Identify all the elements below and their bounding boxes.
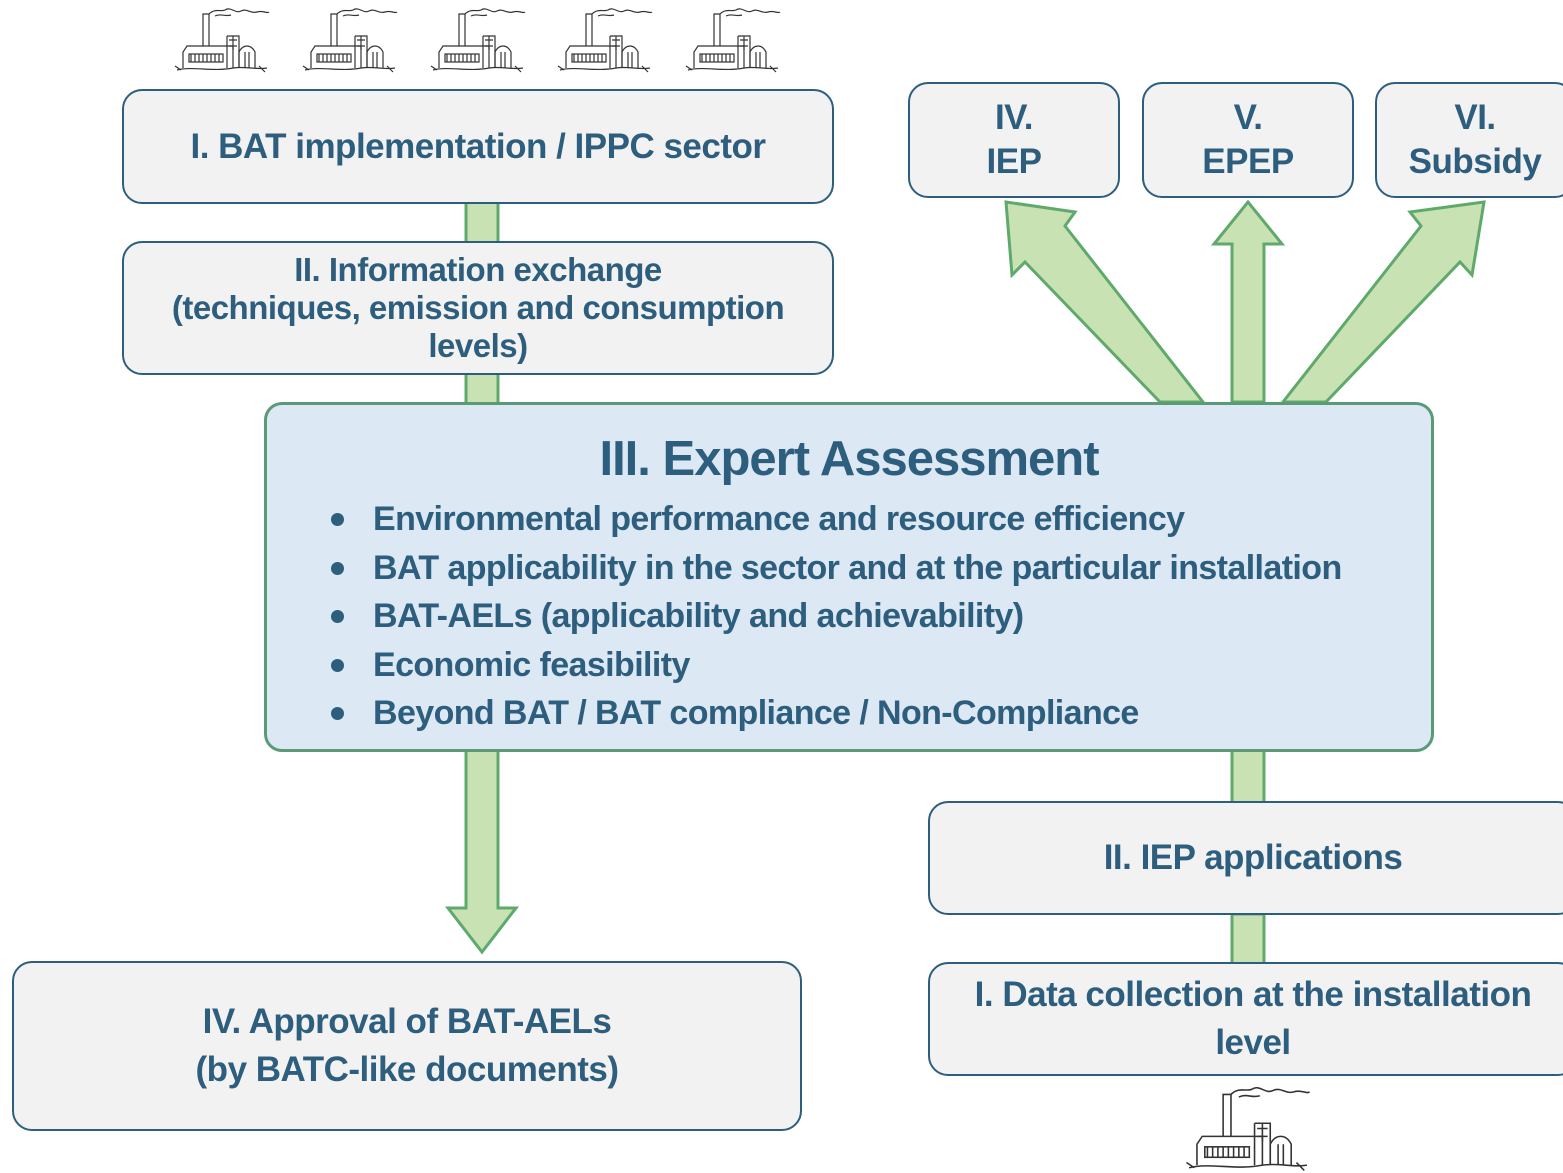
iep-applications-box: II. IEP applications bbox=[928, 801, 1563, 915]
list-item-text: Environmental performance and resource e… bbox=[373, 500, 1185, 538]
connector-1-2 bbox=[464, 198, 500, 247]
data-collection-line-1: I. Data collection at the installation bbox=[974, 975, 1532, 1014]
information-exchange-line-3: levels) bbox=[428, 327, 528, 364]
connector-right-3-2 bbox=[1230, 748, 1266, 805]
expert-assessment-title: III. Expert Assessment bbox=[599, 432, 1099, 486]
list-item: Economic feasibility bbox=[325, 641, 1342, 690]
bullet-icon bbox=[331, 610, 344, 623]
output-iep-number: IV. bbox=[994, 98, 1034, 137]
factory-icon bbox=[685, 8, 781, 73]
list-item: BAT applicability in the sector and at t… bbox=[325, 544, 1342, 593]
information-exchange-line-2: (techniques, emission and consumption bbox=[171, 289, 785, 326]
output-subsidy-box: VI. Subsidy bbox=[1375, 82, 1563, 198]
output-subsidy-label: Subsidy bbox=[1408, 142, 1542, 181]
output-subsidy-number: VI. bbox=[1454, 98, 1496, 137]
arrow-to-approval bbox=[444, 748, 520, 955]
list-item-text: BAT-AELs (applicability and achievabilit… bbox=[373, 597, 1024, 635]
arrow-to-iep bbox=[1004, 200, 1207, 404]
output-epep-box: V. EPEP bbox=[1142, 82, 1354, 198]
arrow-to-epep bbox=[1210, 199, 1286, 404]
list-item-text: Beyond BAT / BAT compliance / Non-Compli… bbox=[373, 694, 1139, 732]
bullet-icon bbox=[331, 561, 344, 575]
approval-box: IV. Approval of BAT-AELs (by BATC-like d… bbox=[12, 961, 802, 1131]
list-item-text: Economic feasibility bbox=[373, 645, 690, 684]
list-item: Environmental performance and resource e… bbox=[325, 495, 1342, 544]
output-iep-label: IEP bbox=[986, 142, 1042, 181]
information-exchange-line-1: II. Information exchange bbox=[294, 251, 662, 288]
factory-icon bbox=[174, 8, 270, 73]
bat-implementation-label: I. BAT implementation / IPPC sector bbox=[190, 126, 766, 166]
list-item-text: BAT applicability in the sector and at t… bbox=[373, 548, 1342, 587]
list-item: Beyond BAT / BAT compliance / Non-Compli… bbox=[325, 689, 1342, 738]
factory-icon bbox=[430, 8, 526, 73]
data-collection-box: I. Data collection at the installation l… bbox=[928, 962, 1563, 1076]
output-epep-number: V. bbox=[1233, 98, 1263, 137]
information-exchange-box: II. Information exchange (techniques, em… bbox=[122, 241, 834, 375]
bat-implementation-box: I. BAT implementation / IPPC sector bbox=[122, 89, 834, 204]
approval-line-1: IV. Approval of BAT-AELs bbox=[202, 1002, 612, 1041]
list-item: BAT-AELs (applicability and achievabilit… bbox=[325, 592, 1342, 641]
arrow-to-subsidy bbox=[1279, 200, 1486, 404]
bullet-icon bbox=[331, 707, 344, 720]
expert-assessment-box: III. Expert Assessment Environmental per… bbox=[264, 402, 1434, 752]
iep-applications-label: II. IEP applications bbox=[1103, 838, 1403, 877]
data-collection-line-2: level bbox=[1215, 1023, 1291, 1062]
connector-2-3 bbox=[464, 370, 500, 407]
factory-icon bbox=[1185, 1086, 1311, 1172]
connector-right-2-1 bbox=[1230, 912, 1266, 966]
output-iep-box: IV. IEP bbox=[908, 82, 1120, 198]
output-epep-label: EPEP bbox=[1202, 142, 1294, 181]
bullet-icon bbox=[331, 658, 344, 672]
approval-line-2: (by BATC-like documents) bbox=[195, 1050, 619, 1089]
factory-icon bbox=[557, 8, 653, 73]
factory-icon bbox=[302, 8, 398, 73]
bullet-icon bbox=[331, 513, 344, 526]
expert-assessment-list: Environmental performance and resource e… bbox=[325, 495, 1342, 738]
